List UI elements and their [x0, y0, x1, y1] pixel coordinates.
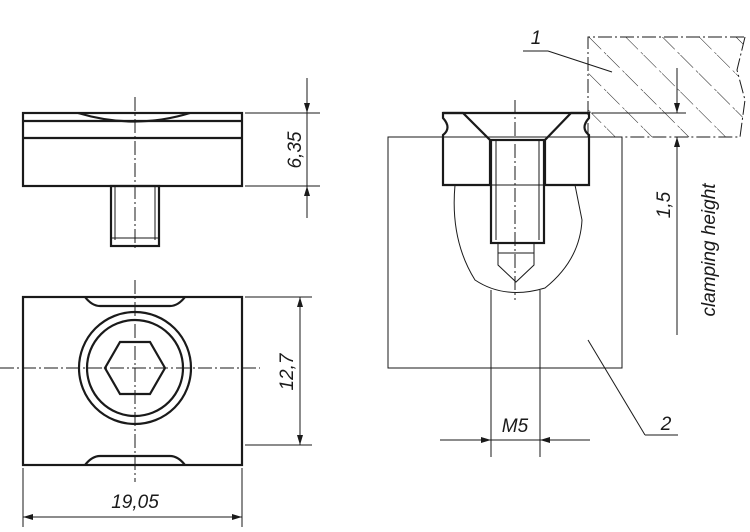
clamping-height-label: clamping height: [699, 183, 720, 317]
section-view: M5 1,5 clamping height 1 2: [387, 28, 746, 457]
dimension-width: 12,7: [245, 296, 312, 446]
dimension-height: 6,35: [245, 78, 320, 218]
nut-body-top: [21, 295, 244, 467]
side-view: 6,35: [21, 78, 320, 250]
dimension-length: 19,05: [22, 468, 243, 527]
length-dim-label: 19,05: [111, 492, 159, 513]
thread-dim-label: M5: [502, 416, 529, 437]
height-dim-label: 6,35: [285, 131, 306, 168]
part-2-leader: 2: [587, 339, 678, 436]
part-1-leader: 1: [523, 28, 613, 73]
width-dim-label: 12,7: [277, 352, 298, 390]
top-view: 12,7 19,05: [0, 280, 312, 527]
dimension-thread: M5: [440, 290, 590, 457]
nut-body-side: [21, 111, 244, 188]
part-1-clamped: [587, 36, 746, 138]
threaded-bolt: [489, 138, 546, 245]
part-1-label: 1: [531, 28, 542, 49]
clamp-dim-label: 1,5: [654, 191, 675, 218]
part-2-label: 2: [660, 414, 672, 435]
part-2-block: [387, 136, 623, 369]
dimension-clamping-height: 1,5 clamping height: [592, 68, 720, 335]
